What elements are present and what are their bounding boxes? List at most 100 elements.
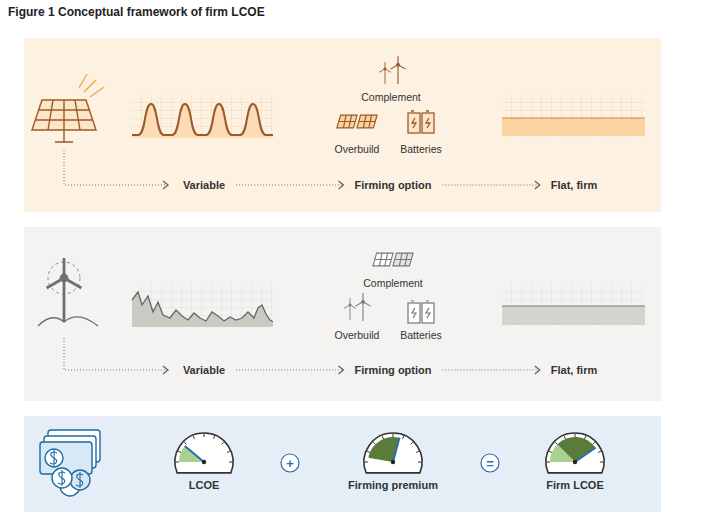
variable-solar-chart xyxy=(132,104,273,135)
gauge xyxy=(368,437,399,462)
node-text: Firm LCOE xyxy=(546,479,603,491)
gauge xyxy=(546,433,604,473)
money-icon xyxy=(58,470,65,486)
money-icon xyxy=(45,449,63,467)
gauge xyxy=(416,451,419,452)
firming-icons xyxy=(344,298,356,320)
gauge xyxy=(391,460,395,464)
gauge xyxy=(365,462,368,463)
flat-wind-chart xyxy=(502,305,645,306)
flat-solar-chart xyxy=(502,118,645,136)
money-icon xyxy=(40,430,100,496)
firming-icons xyxy=(337,115,357,128)
gauge xyxy=(184,442,186,444)
gauge xyxy=(411,442,413,444)
variable-solar-chart xyxy=(132,104,273,138)
gauge xyxy=(575,448,595,462)
firming-icons xyxy=(357,115,377,128)
gauge-set xyxy=(175,433,604,473)
operator-symbol: = xyxy=(486,457,494,470)
gauge xyxy=(214,436,215,439)
gauge xyxy=(547,462,550,463)
gauge-label: LCOE xyxy=(186,478,223,492)
solar-panel-icon xyxy=(32,74,104,142)
node-text: Flat, firm xyxy=(551,179,597,191)
stage-label: Flat, firm xyxy=(548,178,600,192)
solar-panel-band xyxy=(24,38,661,212)
stage-label: Variable xyxy=(180,178,228,192)
equals-circle xyxy=(481,454,499,472)
gauge-label: Firming premium xyxy=(345,478,441,492)
money-icon xyxy=(50,450,57,466)
solar-panel-icon xyxy=(35,100,92,130)
gauge xyxy=(367,451,370,452)
dotted-arrow xyxy=(236,370,343,371)
variable-solar-chart xyxy=(132,95,273,138)
solar-panel-icon xyxy=(55,130,73,142)
plus-circle xyxy=(281,454,299,472)
gauge xyxy=(382,436,383,439)
firming-icons xyxy=(408,111,434,133)
gauge xyxy=(598,451,601,452)
option-label: Overbuild xyxy=(333,143,382,155)
gauge xyxy=(564,436,565,439)
node-text: Firming option xyxy=(355,364,432,376)
money-icon xyxy=(70,470,90,490)
gauge xyxy=(557,437,595,462)
operator-symbol: + xyxy=(286,457,294,470)
stage-label: Variable xyxy=(180,363,228,377)
flat-wind-chart xyxy=(502,284,645,327)
firming-icons xyxy=(344,253,434,323)
figure-title: Figure 1 Conceptual framework of firm LC… xyxy=(8,5,265,19)
wind-turbine-icon xyxy=(38,258,98,326)
gauge xyxy=(364,433,422,473)
gauge xyxy=(403,436,404,439)
firming-icons xyxy=(337,56,434,133)
gauge xyxy=(418,462,421,463)
gauge xyxy=(229,462,232,463)
leader-line xyxy=(64,150,168,185)
node-text: Flat, firm xyxy=(551,364,597,376)
gauge xyxy=(227,451,230,452)
gauge xyxy=(593,442,595,444)
gauge xyxy=(179,446,204,462)
gauge xyxy=(193,436,194,439)
firming-icons xyxy=(408,301,434,323)
wind-panel-band xyxy=(24,227,661,401)
gauge xyxy=(546,433,604,473)
gauge xyxy=(393,438,399,462)
gauge xyxy=(202,460,206,464)
gauge xyxy=(222,442,224,444)
option-label: Overbuild xyxy=(333,329,382,341)
wind-turbine-icon xyxy=(48,262,80,294)
dotted-arrow xyxy=(236,185,343,186)
node-text: Variable xyxy=(183,179,225,191)
gauge xyxy=(600,462,603,463)
gauge xyxy=(573,460,577,464)
leader-line xyxy=(64,338,168,370)
node-text: LCOE xyxy=(189,479,220,491)
dotted-arrow xyxy=(442,185,539,186)
option-label: Batteries xyxy=(398,143,443,155)
flat-wind-chart xyxy=(502,284,645,327)
firming-icons xyxy=(379,62,391,84)
cost-panel-band xyxy=(24,416,661,512)
solar-panel-icon xyxy=(32,100,96,130)
gauge xyxy=(178,451,181,452)
stage-label: Firming option xyxy=(352,178,435,192)
gauge xyxy=(549,451,552,452)
variable-wind-chart xyxy=(132,292,273,327)
gauge xyxy=(555,442,557,444)
node-text: Firming option xyxy=(355,179,432,191)
node-text: Firming premium xyxy=(348,479,438,491)
stage-label: Firming option xyxy=(352,363,435,377)
gauge xyxy=(185,446,204,462)
node-text: Variable xyxy=(183,364,225,376)
variable-solar-chart xyxy=(132,95,273,138)
option-label: Complement xyxy=(361,277,425,289)
flat-solar-chart xyxy=(502,95,645,138)
variable-wind-chart xyxy=(132,284,273,327)
